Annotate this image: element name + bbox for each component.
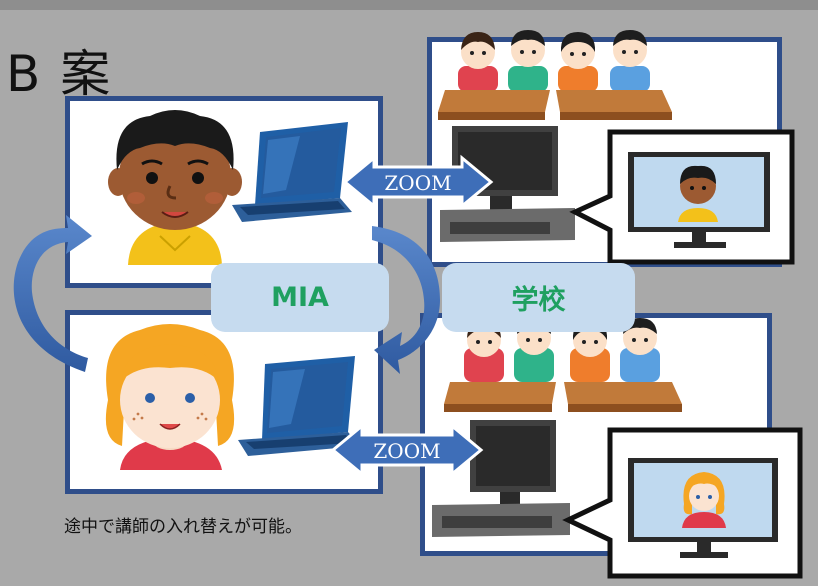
top-border-bar	[0, 0, 818, 10]
students-bottom-illustration	[444, 318, 682, 412]
student-icon	[458, 32, 498, 92]
teacher-boy-illustration	[108, 110, 242, 265]
laptop-top-icon	[232, 122, 352, 222]
student-icon	[620, 318, 660, 382]
monitor-bottom-icon	[432, 420, 570, 537]
student-icon	[610, 30, 650, 92]
laptop-bottom-icon	[238, 356, 360, 456]
student-icon	[508, 30, 548, 92]
slide-title: B 案	[6, 45, 113, 103]
monitor-top-icon	[440, 126, 575, 242]
student-icon	[558, 32, 598, 92]
mia-label: MIA	[211, 263, 389, 332]
rotation-arrow-right	[372, 226, 440, 374]
screen-callout-bottom	[562, 427, 803, 579]
students-top-illustration	[438, 30, 672, 120]
zoom-label-bottom: ZOOM	[373, 439, 440, 463]
school-label: 学校	[442, 263, 635, 332]
teacher-girl-illustration	[105, 324, 235, 470]
screen-callout-top	[569, 129, 795, 265]
zoom-arrow-bottom	[330, 422, 484, 478]
zoom-arrow-top	[342, 154, 494, 210]
zoom-label-top: ZOOM	[384, 171, 451, 195]
rotation-arrow-left	[13, 215, 92, 372]
caption-text: 途中で講師の入れ替えが可能。	[64, 517, 302, 537]
